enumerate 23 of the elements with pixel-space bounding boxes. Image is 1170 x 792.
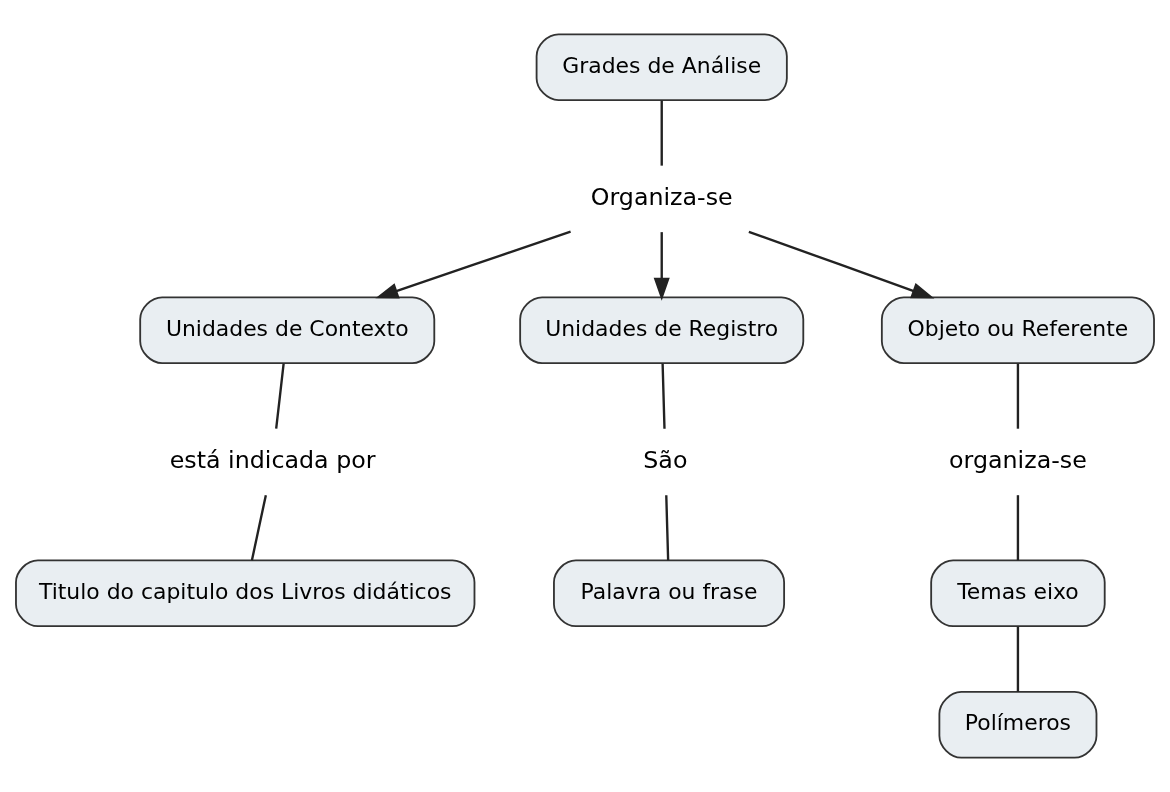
connector xyxy=(1016,495,1020,561)
node-text: São xyxy=(643,445,688,474)
node-text: está indicada por xyxy=(169,445,376,474)
node-box: Palavra ou frase xyxy=(553,559,786,628)
node-box: Objeto ou Referente xyxy=(880,296,1155,365)
connector xyxy=(1016,363,1020,429)
node-box: Titulo do capitulo dos Livros didáticos xyxy=(15,559,476,628)
node-box: Grades de Análise xyxy=(535,33,788,101)
connector xyxy=(665,495,670,561)
node-box: Unidades de Contexto xyxy=(139,296,436,365)
connector xyxy=(275,363,285,429)
connector xyxy=(661,363,666,429)
arrow xyxy=(375,230,571,299)
node-text: Organiza-se xyxy=(590,182,733,211)
arrow xyxy=(653,232,670,301)
node-box: Polímeros xyxy=(938,691,1098,759)
node-box: Temas eixo xyxy=(930,559,1106,628)
node-box: Unidades de Registro xyxy=(519,296,805,365)
connector xyxy=(250,494,267,561)
connector xyxy=(660,100,663,166)
connector xyxy=(1016,626,1020,692)
arrow xyxy=(748,230,935,299)
node-text: organiza-se xyxy=(949,445,1087,474)
